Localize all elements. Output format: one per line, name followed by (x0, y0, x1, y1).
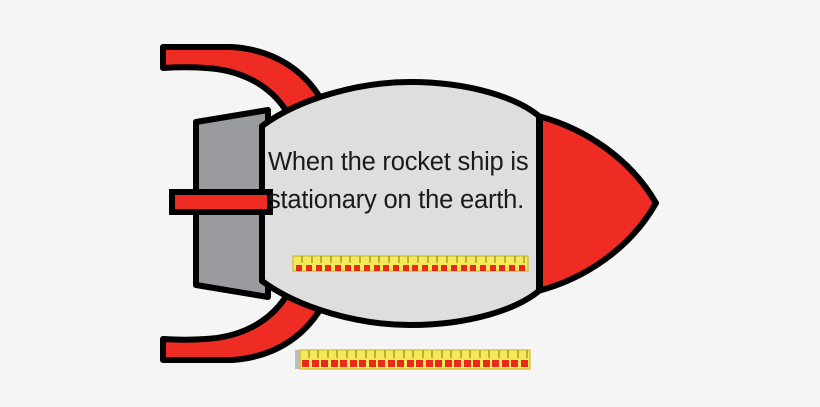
ruler-band (292, 255, 529, 272)
ruler-band (299, 349, 531, 370)
rocket-body (259, 79, 543, 328)
ruler-left-scale (295, 350, 300, 369)
ruler-below-rocket (295, 349, 531, 370)
ruler-marks (302, 360, 528, 367)
ruler-inside-rocket (292, 255, 529, 272)
ruler-ticks (308, 350, 528, 358)
engine-bar (169, 189, 273, 215)
ruler-marks (296, 265, 525, 271)
nose-cone (535, 113, 659, 294)
ruler-ticks (301, 256, 525, 263)
